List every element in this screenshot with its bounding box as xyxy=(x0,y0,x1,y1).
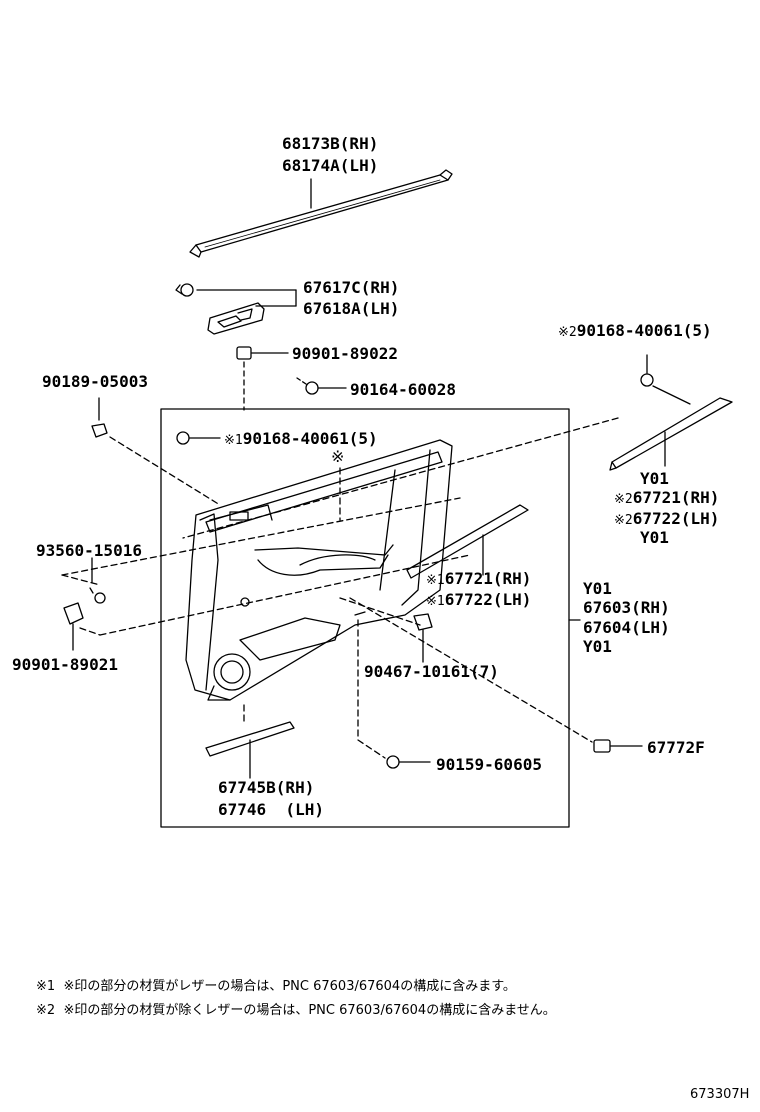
figure-id: 673307H xyxy=(690,1087,750,1102)
label-90159-60605: 90159-60605 xyxy=(436,755,542,774)
footnote-2: ※2 ※印の部分の材質が除くレザーの場合は、PNC 67603/67604の構成… xyxy=(36,999,556,1018)
label-90168-outer: ※290168-40061(5) xyxy=(558,321,712,343)
footnote-mark-1: ※1 xyxy=(224,433,243,448)
handle-bezel-drawing xyxy=(175,283,297,335)
label-67618a: 67618A(LH) xyxy=(303,299,400,318)
label-67603: 67603(RH) xyxy=(583,598,670,617)
label-90901-89022: 90901-89022 xyxy=(292,344,398,363)
label-90168-inner: ※190168-40061(5) xyxy=(224,429,378,451)
dashed-leaders xyxy=(61,467,593,759)
label-mid-67721-number: 67721(RH) xyxy=(444,569,532,588)
clip-90189-drawing xyxy=(91,397,221,506)
footnote-1-text: ※印の部分の材質がレザーの場合は、PNC 67603/67604の構成に含みます… xyxy=(63,979,516,994)
middle-trim-strip-drawing xyxy=(406,504,529,579)
cap-67772-drawing xyxy=(593,739,643,753)
clip-90467-drawing xyxy=(413,613,433,663)
screw-90168-inner-drawing xyxy=(176,431,221,445)
label-68174a: 68174A(LH) xyxy=(282,156,379,175)
reflector-drawing xyxy=(205,721,295,779)
label-mid-67721: ※167721(RH) xyxy=(426,569,531,591)
label-90164-60028: 90164-60028 xyxy=(350,380,456,399)
label-star-mark: ※ xyxy=(331,447,345,466)
footnote-mark-2: ※2 xyxy=(558,325,577,340)
label-90189-05003: 90189-05003 xyxy=(42,372,148,391)
screw-90159-drawing xyxy=(386,755,431,769)
label-right-y01-bottom: Y01 xyxy=(640,528,669,547)
label-68173b: 68173B(RH) xyxy=(282,134,379,153)
label-67772f: 67772F xyxy=(647,738,705,757)
label-90467-10161: 90467-10161(7) xyxy=(364,662,499,681)
label-mid-67722: ※167722(LH) xyxy=(426,590,531,612)
clip-89022-drawing xyxy=(236,346,289,411)
clip-89021-drawing xyxy=(63,602,84,651)
screw-93560-drawing xyxy=(89,557,106,604)
label-67745b: 67745B(RH) xyxy=(218,778,315,797)
label-90901-89021: 90901-89021 xyxy=(12,655,118,674)
label-67604: 67604(LH) xyxy=(583,618,670,637)
label-90168-outer-number: 90168-40061(5) xyxy=(576,321,712,340)
label-67617c: 67617C(RH) xyxy=(303,278,400,297)
label-right-67721: ※267721(RH) xyxy=(614,488,719,510)
footnote-2-text: ※印の部分の材質が除くレザーの場合は、PNC 67603/67604の構成に含み… xyxy=(63,1003,556,1018)
label-right-67722-number: 67722(LH) xyxy=(632,509,720,528)
label-90168-inner-number: 90168-40061(5) xyxy=(242,429,378,448)
footnote-1-mark: ※1 xyxy=(36,979,56,994)
label-67746: 67746 (LH) xyxy=(218,800,324,819)
label-mid-67722-number: 67722(LH) xyxy=(444,590,532,609)
right-trim-strip-drawing xyxy=(182,354,733,539)
panel-assembly-box xyxy=(160,408,570,828)
belt-moulding-drawing xyxy=(189,169,453,258)
label-right-67721-number: 67721(RH) xyxy=(632,488,720,507)
label-board-y01-top: Y01 xyxy=(583,579,612,598)
label-right-67722: ※267722(LH) xyxy=(614,509,719,531)
footnote-mark-1: ※1 xyxy=(426,594,445,609)
label-right-y01-top: Y01 xyxy=(640,469,669,488)
footnote-1: ※1 ※印の部分の材質がレザーの場合は、PNC 67603/67604の構成に含… xyxy=(36,975,516,994)
footnote-2-mark: ※2 xyxy=(36,1003,56,1018)
footnote-mark-2: ※2 xyxy=(614,513,633,528)
label-93560-15016: 93560-15016 xyxy=(36,541,142,560)
screw-90164-drawing xyxy=(296,377,347,395)
footnote-mark-2: ※2 xyxy=(614,492,633,507)
label-board-y01-bottom: Y01 xyxy=(583,637,612,656)
footnote-mark-1: ※1 xyxy=(426,573,445,588)
door-trim-panel-drawing xyxy=(185,439,453,701)
